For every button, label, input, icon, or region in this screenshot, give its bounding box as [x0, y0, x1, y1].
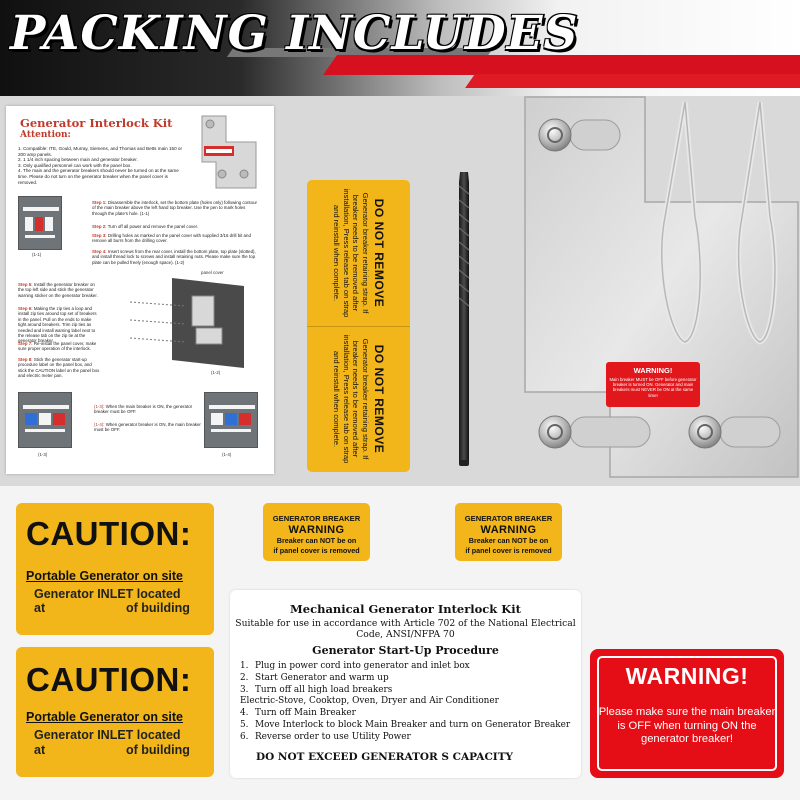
sheet-note: 1. Compatible: ITE, Gould, Murray, Sieme… — [18, 146, 183, 157]
strap-label-text: Generator breaker retaining strap. If br… — [331, 188, 370, 318]
plate-warning-label: WARNING! Main breaker MUST be OFF before… — [606, 362, 700, 407]
strap-label: DO NOT REMOVE Generator breaker retainin… — [307, 180, 410, 326]
strap-label-title: DO NOT REMOVE — [371, 344, 386, 454]
procedure-step: 2.Start Generator and warm up — [240, 672, 389, 683]
procedure-footer: DO NOT EXCEED GENERATOR S CAPACITY — [256, 751, 514, 763]
sheet-plate-drawing — [201, 115, 257, 189]
caution-at: at — [34, 743, 46, 757]
procedure-subtitle: Generator Start-Up Procedure — [312, 644, 499, 657]
banner-stripe-red-lower — [465, 74, 800, 88]
procedure-step: 1.Plug in power cord into generator and … — [240, 661, 470, 671]
sheet-note: 2. 1 1/4 inch spacing between main and g… — [18, 157, 138, 163]
warning-text: Please make sure the main breaker is OFF… — [598, 706, 776, 746]
caution-subtitle: Portable Generator on site — [26, 569, 183, 583]
startup-procedure-label: Mechanical Generator Interlock Kit Suita… — [230, 590, 581, 778]
sheet-note: 4. The main and the generator breakers s… — [18, 168, 179, 185]
caution-inlet-line: Generator INLET located — [34, 728, 181, 742]
sheet-image-1-2 — [129, 278, 244, 368]
warning-label: WARNING! Please make sure the main break… — [590, 649, 784, 778]
gen-warning-top: GENERATOR BREAKER — [272, 514, 361, 523]
sticker-divider — [307, 326, 410, 327]
gen-warning-text: Breaker can NOT be on — [276, 536, 357, 545]
procedure-step: 6.Reverse order to use Utility Power — [240, 731, 411, 742]
sheet-caption-1-3: (1-3) — [38, 452, 48, 457]
interlock-plate-image — [524, 96, 799, 478]
sheet-caption-1-4: (1-4) — [222, 452, 232, 457]
sheet-step: Step 7: Re-install the panel cover, make… — [18, 341, 97, 352]
strap-label-text: Generator breaker retaining strap. If br… — [331, 334, 370, 464]
warning-title: WARNING! — [625, 663, 749, 689]
sheet-step: Step 6: Making the zip ties a loop and i… — [18, 306, 97, 344]
generator-breaker-warning: GENERATOR BREAKER WARNING Breaker can NO… — [455, 503, 562, 561]
gen-warning-top: GENERATOR BREAKER — [464, 514, 553, 523]
caution-subtitle: Portable Generator on site — [26, 710, 183, 724]
sheet-step: Step 2: Turn off all power and remove th… — [92, 224, 199, 229]
caution-inlet-line: Generator INLET located — [34, 587, 181, 601]
warning-label-border — [597, 656, 777, 771]
caution-building: of building — [126, 601, 190, 615]
caution-label: CAUTION: Portable Generator on site Gene… — [16, 503, 214, 635]
sheet-caption-panel-cover: panel cover — [201, 270, 224, 275]
gen-warning-title: WARNING — [480, 524, 537, 536]
sheet-image-1-4 — [204, 392, 258, 448]
gen-warning-text: if panel cover is removed — [273, 545, 360, 555]
sheet-attention: Attention: — [20, 130, 71, 140]
caution-label: CAUTION: Portable Generator on site Gene… — [16, 647, 214, 777]
caution-title: CAUTION: — [26, 661, 192, 698]
procedure-compliance: Suitable for use in accordance with Arti… — [235, 618, 576, 641]
gen-warning-text: if panel cover is removed — [465, 545, 552, 555]
banner-title: PACKING INCLUDES — [10, 6, 579, 61]
gen-warning-text: Breaker can NOT be on — [468, 536, 549, 545]
procedure-steps: 1.Plug in power cord into generator and … — [240, 661, 580, 744]
caution-building: of building — [126, 743, 190, 757]
procedure-title: Mechanical Generator Interlock Kit — [290, 602, 521, 616]
strap-label-title: DO NOT REMOVE — [371, 198, 386, 308]
sheet-title: Generator Interlock Kit — [20, 116, 173, 130]
sheet-note-1-3: (1-3): When the main breaker is ON, the … — [94, 404, 193, 415]
sheet-step: Step 4: Insert screws from the rear cove… — [92, 249, 256, 265]
procedure-step: Electric-Stove, Cooktop, Oven, Dryer and… — [240, 696, 499, 707]
instruction-sheet: Generator Interlock Kit Attention: 1. Co… — [6, 106, 274, 474]
procedure-step: 3.Turn off all high load breakers — [240, 684, 393, 695]
caution-at: at — [34, 601, 46, 615]
sheet-image-1-1 — [18, 196, 62, 250]
sheet-notes: 1. Compatible: ITE, Gould, Murray, Sieme… — [18, 146, 188, 185]
sheet-note: 3. Only qualified personnel can work wit… — [18, 162, 132, 168]
sheet-caption-1-1: (1-1) — [32, 252, 42, 257]
sheet-step: Step 1: Disassemble the interlock, set t… — [92, 200, 257, 216]
sheet-note-1-4: (1-4): When generator breaker is ON, the… — [94, 422, 201, 433]
plate-warning-title: WARNING! — [633, 366, 673, 375]
drill-bit-image — [458, 172, 470, 466]
sheet-step: Step 8: Stick the generator start-up pro… — [18, 357, 100, 379]
generator-breaker-warning: GENERATOR BREAKER WARNING Breaker can NO… — [263, 503, 370, 561]
header-banner: PACKING INCLUDES — [0, 0, 800, 96]
gen-warning-title: WARNING — [288, 524, 345, 536]
procedure-step: 4.Turn off Main Breaker — [240, 708, 356, 719]
sheet-step: Step 3: Drilling holes as marked on the … — [92, 233, 251, 244]
strap-label-sticker: DO NOT REMOVE Generator breaker retainin… — [307, 180, 410, 472]
sheet-image-1-3 — [18, 392, 72, 448]
sheet-caption-1-2: (1-2) — [211, 370, 221, 375]
plate-warning-text: Main breaker MUST be OFF before generato… — [609, 377, 697, 398]
procedure-step: 5.Move Interlock to block Main Breaker a… — [240, 719, 571, 730]
sheet-step: Step 5: Install the generator breaker on… — [18, 282, 98, 298]
strap-label: DO NOT REMOVE Generator breaker retainin… — [307, 326, 410, 472]
caution-title: CAUTION: — [26, 515, 192, 552]
